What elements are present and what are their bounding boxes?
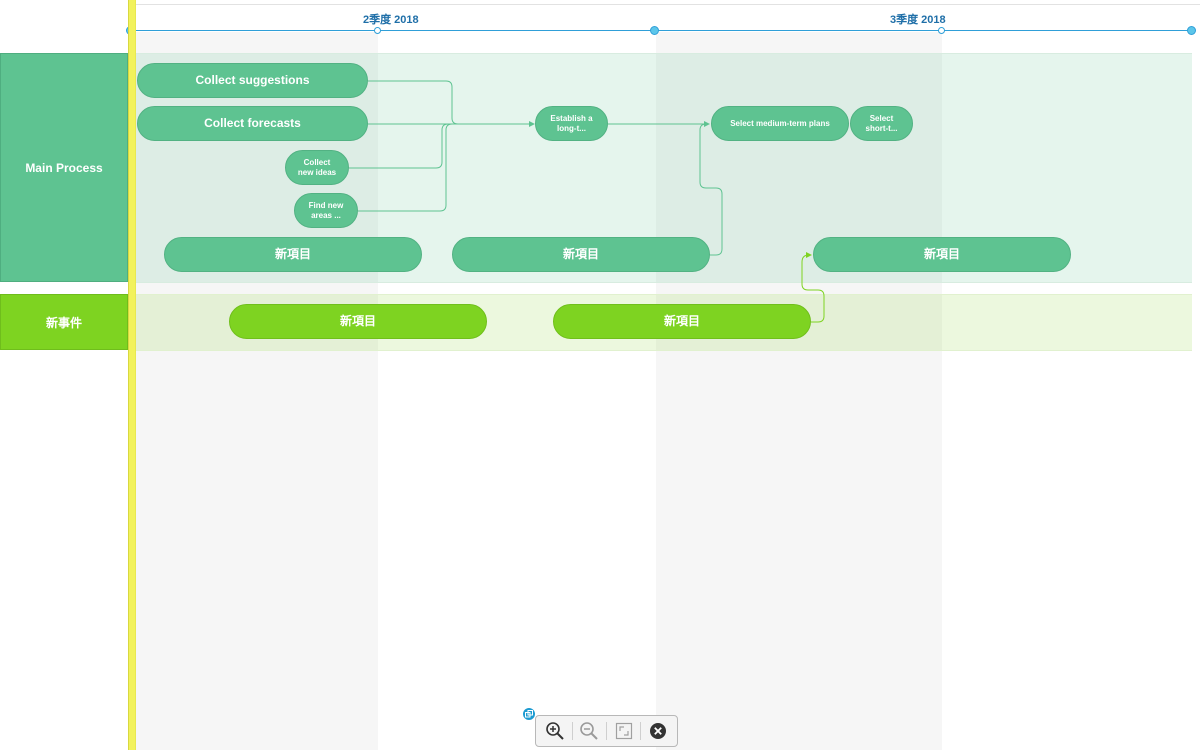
fit-to-screen-button[interactable]	[611, 719, 637, 743]
toolbar-separator	[640, 722, 642, 740]
task-select-short-term[interactable]: Select short-t...	[850, 106, 913, 141]
task-new-item[interactable]: 新項目	[813, 237, 1071, 272]
timeline-handle[interactable]	[650, 26, 659, 35]
timeline-axis	[130, 30, 1192, 31]
task-new-item[interactable]: 新項目	[452, 237, 710, 272]
timeline-handle[interactable]	[1187, 26, 1196, 35]
task-collect-new-ideas[interactable]: Collect new ideas	[285, 150, 349, 185]
timeline-tick	[374, 27, 381, 34]
event-new-item[interactable]: 新項目	[553, 304, 811, 339]
lane-header-new-event[interactable]: 新事件	[0, 294, 128, 350]
zoom-toolbar	[535, 715, 678, 747]
zoom-out-icon	[580, 722, 598, 740]
lane-header-main-process[interactable]: Main Process	[0, 53, 128, 282]
timeline-header	[130, 0, 1200, 32]
toolbar-separator	[605, 722, 607, 740]
task-collect-suggestions[interactable]: Collect suggestions	[137, 63, 368, 98]
zoom-in-button[interactable]	[542, 719, 568, 743]
toolbar-separator	[571, 722, 573, 740]
quarter-label-q3: 3季度 2018	[890, 14, 946, 26]
zoom-in-icon	[546, 722, 564, 740]
quarter-label-q2: 2季度 2018	[363, 14, 419, 26]
timeline-top-border	[130, 4, 1200, 5]
close-toolbar-button[interactable]	[645, 719, 671, 743]
close-icon	[650, 723, 667, 739]
task-collect-forecasts[interactable]: Collect forecasts	[137, 106, 368, 141]
task-find-new-areas[interactable]: Find new areas ...	[294, 193, 358, 228]
task-new-item[interactable]: 新項目	[164, 237, 422, 272]
task-select-medium-term-plans[interactable]: Select medium-term plans	[711, 106, 849, 141]
zoom-out-button[interactable]	[576, 719, 602, 743]
timeline-tick	[938, 27, 945, 34]
fit-to-screen-icon	[615, 722, 632, 740]
duplicate-icon	[525, 710, 533, 718]
task-establish-long-term[interactable]: Establish a long-t...	[535, 106, 608, 141]
event-new-item[interactable]: 新項目	[229, 304, 487, 339]
today-marker[interactable]	[128, 0, 136, 750]
toolbar-badge-icon[interactable]	[522, 707, 536, 721]
